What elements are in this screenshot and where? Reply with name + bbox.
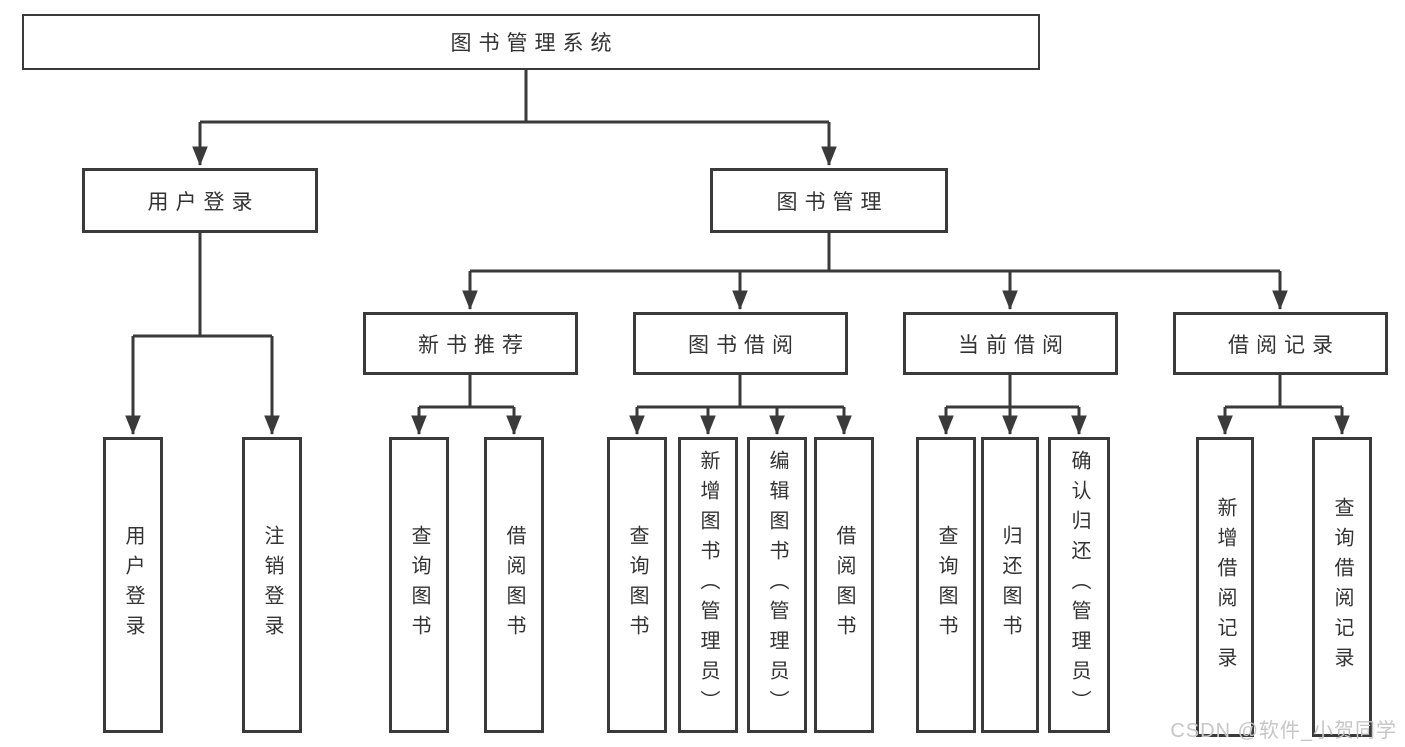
leaf-borrowing-edit-books-admin: 编辑图书（管理员） bbox=[747, 437, 807, 733]
leaf-newbook-query-books: 查询图书 bbox=[389, 437, 449, 733]
leaf-current-return-books: 归还图书 bbox=[981, 437, 1039, 733]
leaf-current-confirm-return-admin-label: 确认归还（管理员） bbox=[1068, 450, 1090, 720]
leaf-records-query-borrow-record-label: 查询借阅记录 bbox=[1331, 497, 1353, 677]
leaf-borrowing-query-books: 查询图书 bbox=[607, 437, 667, 733]
node-book-management: 图书管理 bbox=[710, 168, 948, 233]
node-current-borrowing: 当前借阅 bbox=[903, 312, 1118, 375]
leaf-logout-label: 注销登录 bbox=[261, 525, 283, 645]
node-new-book-recommend: 新书推荐 bbox=[363, 312, 578, 375]
leaf-logout: 注销登录 bbox=[242, 437, 302, 733]
leaf-borrowing-borrow-books: 借阅图书 bbox=[814, 437, 874, 733]
leaf-records-query-borrow-record: 查询借阅记录 bbox=[1312, 437, 1372, 737]
leaf-newbook-borrow-books-label: 借阅图书 bbox=[503, 525, 525, 645]
node-library-management-system: 图书管理系统 bbox=[22, 14, 1040, 70]
leaf-borrowing-query-books-label: 查询图书 bbox=[626, 525, 648, 645]
leaf-current-query-books-label: 查询图书 bbox=[935, 525, 957, 645]
leaf-records-add-borrow-record: 新增借阅记录 bbox=[1196, 437, 1254, 737]
node-user-login: 用户登录 bbox=[82, 168, 318, 233]
node-borrow-records: 借阅记录 bbox=[1173, 312, 1388, 375]
leaf-borrowing-add-books-admin: 新增图书（管理员） bbox=[678, 437, 738, 733]
leaf-borrowing-edit-books-admin-label: 编辑图书（管理员） bbox=[766, 450, 788, 720]
leaf-user-login-label: 用户登录 bbox=[122, 525, 144, 645]
leaf-borrowing-borrow-books-label: 借阅图书 bbox=[833, 525, 855, 645]
leaf-current-return-books-label: 归还图书 bbox=[999, 525, 1021, 645]
node-book-borrowing: 图书借阅 bbox=[633, 312, 848, 375]
leaf-records-add-borrow-record-label: 新增借阅记录 bbox=[1214, 497, 1236, 677]
leaf-newbook-borrow-books: 借阅图书 bbox=[484, 437, 544, 733]
leaf-current-query-books: 查询图书 bbox=[916, 437, 976, 733]
csdn-watermark: CSDN @软件_小贺同学 bbox=[1170, 720, 1397, 742]
leaf-current-confirm-return-admin: 确认归还（管理员） bbox=[1048, 437, 1110, 733]
leaf-borrowing-add-books-admin-label: 新增图书（管理员） bbox=[697, 450, 719, 720]
leaf-user-login: 用户登录 bbox=[103, 437, 163, 733]
leaf-newbook-query-books-label: 查询图书 bbox=[408, 525, 430, 645]
